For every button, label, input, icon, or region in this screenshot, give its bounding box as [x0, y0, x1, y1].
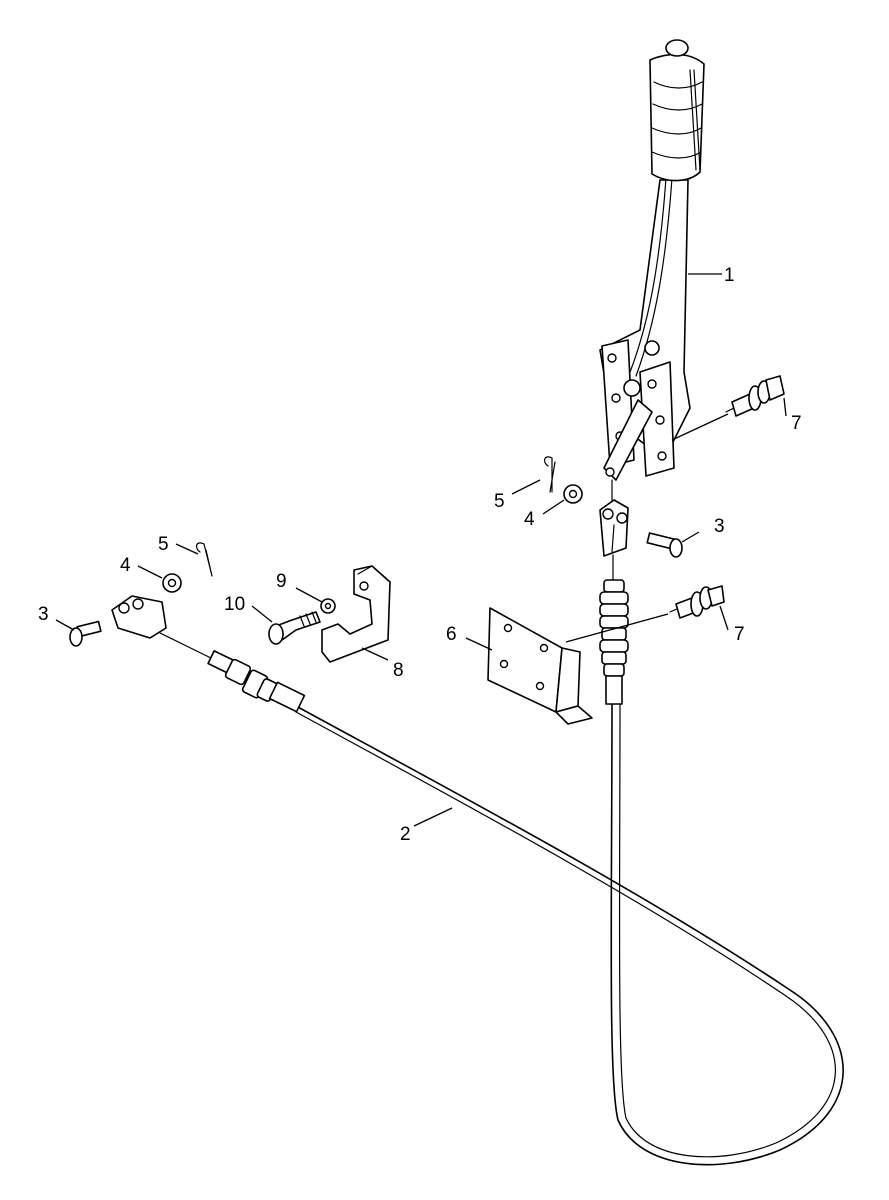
- clevis-pin-left: [69, 620, 102, 647]
- callout-7-lower: 7: [734, 624, 745, 645]
- callout-10: 10: [224, 594, 245, 615]
- callout-6: 6: [446, 624, 457, 645]
- callout-9: 9: [276, 571, 287, 592]
- callout-3-left: 3: [38, 604, 49, 625]
- cable-end-left: [207, 650, 306, 713]
- callout-2: 2: [400, 824, 411, 845]
- cotter-pin-right: [543, 456, 556, 493]
- callout-4-right: 4: [524, 509, 535, 530]
- callouts: 1 2 3 3 4 4 5 5 6 7 7 8 9 10: [38, 265, 802, 845]
- callout-5-right: 5: [494, 491, 505, 512]
- callout-4-left: 4: [120, 555, 131, 576]
- washer-left: [162, 573, 182, 593]
- washer-9: [320, 598, 336, 614]
- mounting-bracket-6: [487, 607, 593, 725]
- callout-5-left: 5: [158, 534, 169, 555]
- callout-3-right: 3: [714, 516, 725, 537]
- mounting-bracket-8: [321, 565, 391, 663]
- socket-bolt-10: [268, 611, 321, 645]
- callout-8: 8: [393, 660, 404, 681]
- flange-bolt-lower: [669, 585, 725, 619]
- flange-bolt-upper: [725, 375, 785, 417]
- brake-cable: [159, 632, 844, 1166]
- brake-lever: [599, 39, 705, 507]
- washer-right: [563, 484, 583, 504]
- cable-end-right: [599, 554, 629, 705]
- clevis-left: [111, 595, 167, 639]
- clevis-right: [599, 499, 629, 557]
- callout-7-upper: 7: [791, 413, 802, 434]
- leader-lines: [55, 273, 787, 827]
- callout-1: 1: [724, 265, 735, 286]
- cotter-pin-left: [195, 542, 213, 577]
- clevis-pin-right: [646, 532, 683, 558]
